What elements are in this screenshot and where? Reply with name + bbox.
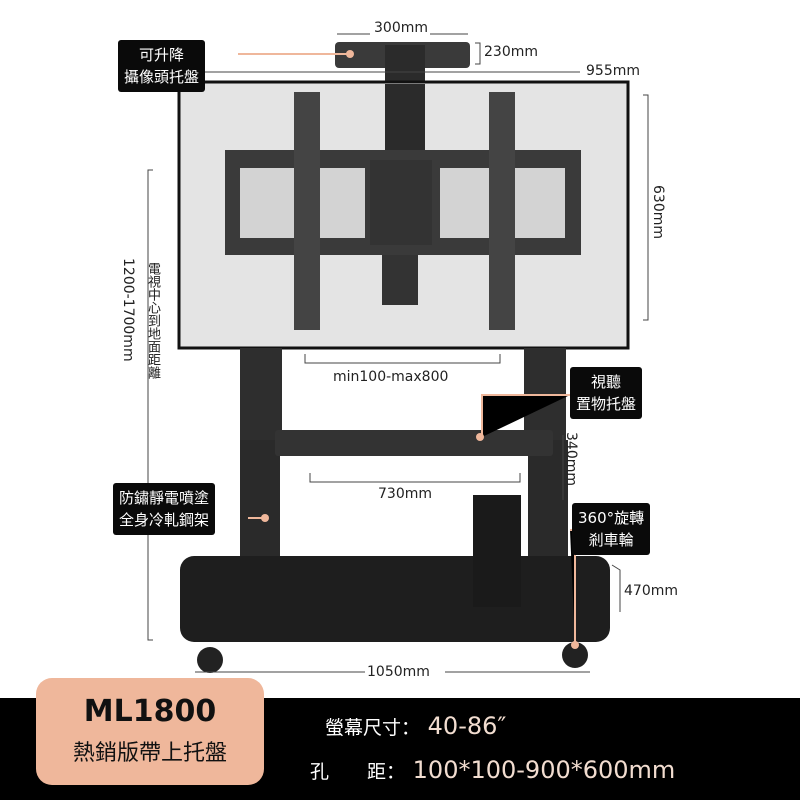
dim-base-width: 1050mm <box>367 664 430 680</box>
callout-line: 可升降 <box>139 46 185 64</box>
callout-line: 360°旋轉 <box>578 509 645 527</box>
wheel <box>562 642 588 668</box>
pc-tower <box>473 495 521 607</box>
dim-shelf-gap: 340mm <box>563 432 579 486</box>
callout-line: 攝像頭托盤 <box>124 68 200 86</box>
vesa-arm-left <box>294 92 320 330</box>
model-subtitle: 熱銷版帶上托盤 <box>72 741 227 766</box>
spec-value: 100*100-900*600mm <box>412 756 676 784</box>
base <box>180 556 610 642</box>
callout-wheels: 360°旋轉 剎車輪 <box>572 503 651 555</box>
spec-screen-size: 螢幕尺寸： 40-86″ <box>325 712 506 740</box>
dim-base-depth: 470mm <box>624 583 678 599</box>
av-shelf <box>275 430 553 456</box>
callout-av-shelf: 視聽 置物托盤 <box>570 367 643 419</box>
spec-label: 孔 距： <box>310 761 406 783</box>
callout-line: 防鏽靜電噴塗 <box>119 489 210 507</box>
model-name: ML1800 <box>83 694 217 729</box>
wheel <box>197 647 223 673</box>
callout-line: 視聽 <box>591 373 622 391</box>
model-badge: ML1800 熱銷版帶上托盤 <box>36 678 264 785</box>
dim-bracket-height: 630mm <box>650 185 666 239</box>
tv-stand-illustration <box>147 33 649 673</box>
dim-tray-width: 300mm <box>374 20 428 36</box>
dim-center-height: 1200-1700mm <box>120 258 136 362</box>
spec-hole-pitch: 孔 距： 100*100-900*600mm <box>310 756 675 784</box>
callout-line: 置物托盤 <box>576 395 637 413</box>
callout-frame: 防鏽靜電噴塗 全身冷軋鋼架 <box>113 483 216 535</box>
dim-center-height-label: 電視中心到地面距離 <box>145 262 160 379</box>
dim-tray-depth: 230mm <box>484 44 538 60</box>
spec-value: 40-86″ <box>427 712 507 740</box>
dim-bracket-width: 955mm <box>586 63 640 79</box>
dim-shelf-width: 730mm <box>378 486 432 502</box>
dim-shelf-range: min100-max800 <box>333 369 449 385</box>
callout-line: 剎車輪 <box>588 531 634 549</box>
vesa-arm-right <box>489 92 515 330</box>
callout-camera-tray: 可升降 攝像頭托盤 <box>118 40 206 92</box>
spec-label: 螢幕尺寸： <box>325 717 421 739</box>
callout-line: 全身冷軋鋼架 <box>119 511 210 529</box>
